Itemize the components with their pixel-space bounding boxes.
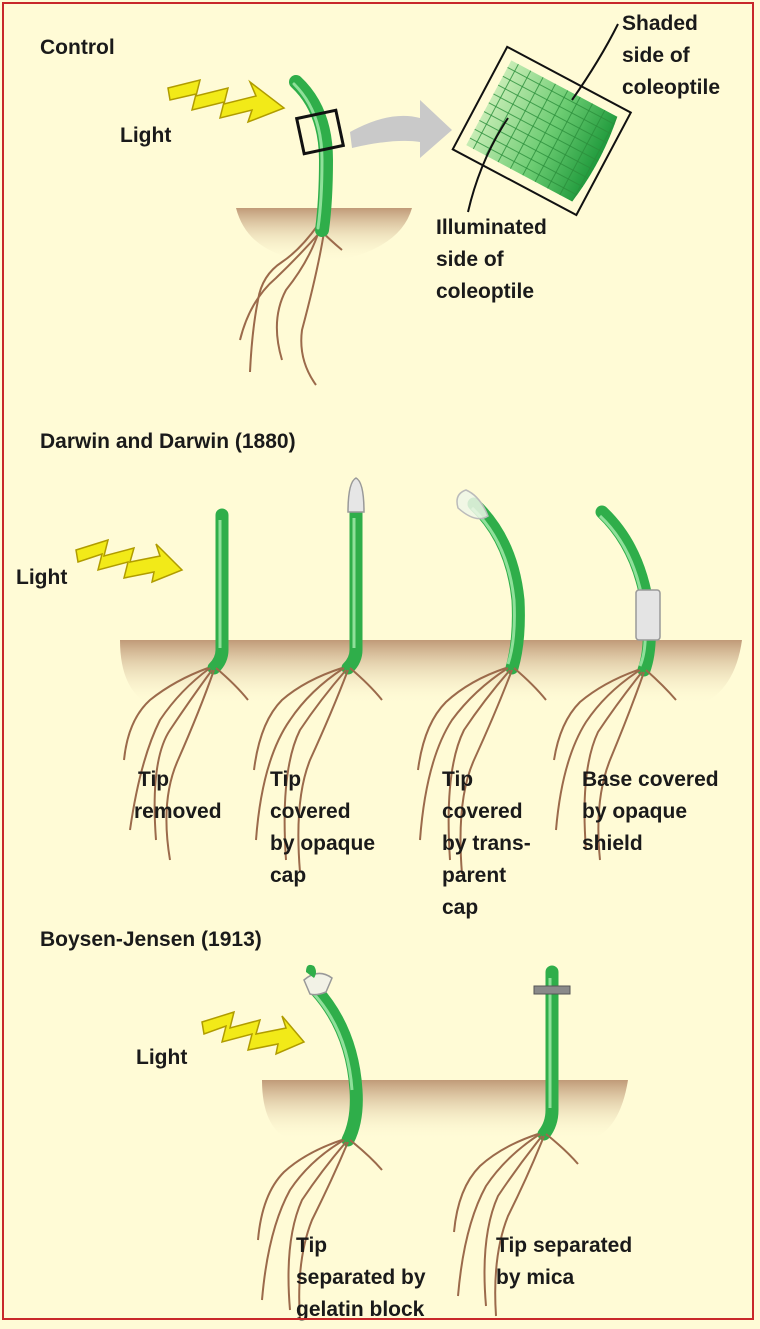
control-shaded-label-1: Shaded <box>622 12 698 35</box>
darwin-opaque-shield <box>636 590 660 640</box>
boysen-caption-1-line-2: separated by <box>296 1266 426 1289</box>
boysen-light-label: Light <box>136 1046 187 1069</box>
boysen-section: Boysen-Jensen (1913) Light <box>40 928 632 1321</box>
boysen-mica-plate <box>534 986 570 994</box>
control-illuminated-label-3: coleoptile <box>436 280 534 303</box>
darwin-caption-1: Tip removed <box>134 768 222 823</box>
boysen-plant-mica <box>454 972 578 1316</box>
darwin-caption-3-line-4: parent <box>442 864 506 887</box>
control-illuminated-label-2: side of <box>436 248 505 271</box>
darwin-caption-2-line-1: Tip <box>270 768 301 791</box>
darwin-section: Darwin and Darwin (1880) Light <box>16 430 742 919</box>
darwin-caption-1-line-2: removed <box>134 800 222 823</box>
control-light-bolt-icon <box>168 80 284 122</box>
control-zoom-arrow <box>350 100 452 158</box>
darwin-caption-4-line-2: by opaque <box>582 800 687 823</box>
boysen-light-bolt-icon <box>202 1012 304 1054</box>
darwin-caption-2-line-4: cap <box>270 864 306 887</box>
darwin-title: Darwin and Darwin (1880) <box>40 430 296 453</box>
boysen-title: Boysen-Jensen (1913) <box>40 928 262 951</box>
boysen-caption-1-line-3: gelatin block <box>296 1298 425 1321</box>
darwin-caption-2: Tip covered by opaque cap <box>270 768 375 887</box>
darwin-caption-2-line-3: by opaque <box>270 832 375 855</box>
darwin-caption-3-line-5: cap <box>442 896 478 919</box>
control-section: Control Light Shaded side of <box>40 12 720 385</box>
boysen-caption-2: Tip separated by mica <box>496 1234 632 1289</box>
darwin-caption-4: Base covered by opaque shield <box>582 768 719 855</box>
darwin-caption-1-line-1: Tip <box>138 768 169 791</box>
boysen-soil <box>262 1080 628 1140</box>
darwin-caption-3-line-2: covered <box>442 800 523 823</box>
control-shaded-label-3: coleoptile <box>622 76 720 99</box>
darwin-opaque-cap <box>348 478 364 512</box>
darwin-caption-3-line-3: by trans- <box>442 832 531 855</box>
boysen-caption-1: Tip separated by gelatin block <box>296 1234 426 1321</box>
darwin-caption-4-line-3: shield <box>582 832 643 855</box>
boysen-caption-2-line-1: Tip separated <box>496 1234 632 1257</box>
control-title: Control <box>40 36 115 59</box>
darwin-caption-4-line-1: Base covered <box>582 768 719 791</box>
control-shaded-leader <box>572 24 618 100</box>
control-shaded-label-2: side of <box>622 44 691 67</box>
control-light-label: Light <box>120 124 171 147</box>
control-illuminated-label-1: Illuminated <box>436 216 547 239</box>
boysen-gelatin-block <box>304 973 332 994</box>
darwin-light-bolt-icon <box>76 540 182 582</box>
darwin-caption-3: Tip covered by trans- parent cap <box>442 768 531 919</box>
darwin-light-label: Light <box>16 566 67 589</box>
darwin-caption-3-line-1: Tip <box>442 768 473 791</box>
boysen-caption-1-line-1: Tip <box>296 1234 327 1257</box>
darwin-caption-2-line-2: covered <box>270 800 351 823</box>
boysen-caption-2-line-2: by mica <box>496 1266 575 1289</box>
control-cell-grid <box>453 47 631 215</box>
